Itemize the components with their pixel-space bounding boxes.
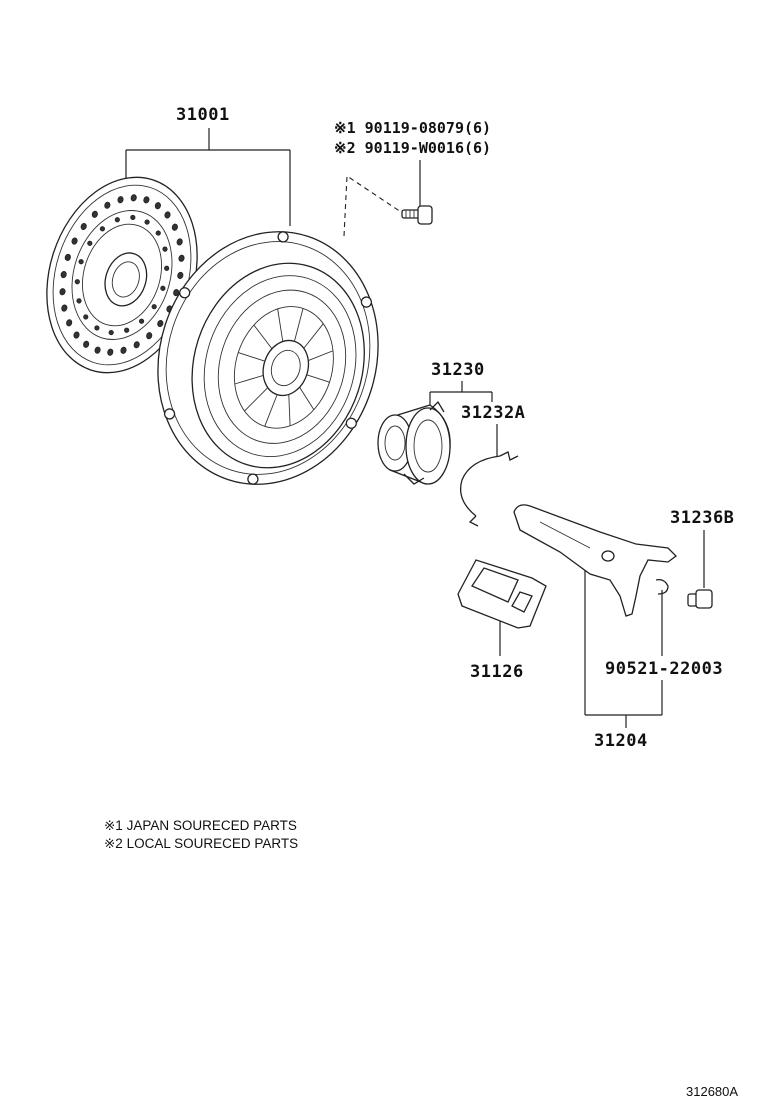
- label-31204: 31204: [594, 731, 648, 751]
- retaining-ring: [655, 578, 669, 595]
- release-bearing: [377, 400, 451, 485]
- figure-reference: 312680A: [686, 1084, 738, 1099]
- leader-bolt: [343, 160, 421, 237]
- note-japan: ※1 JAPAN SOURECED PARTS: [104, 818, 297, 833]
- clutch-disc: [46, 176, 198, 374]
- label-90521: 90521-22003: [605, 659, 723, 679]
- label-31232a: 31232A: [461, 403, 525, 423]
- label-31230: 31230: [431, 360, 485, 380]
- bolt-90119: [401, 205, 433, 225]
- fork-pivot: [687, 589, 713, 609]
- leader-31204: [584, 570, 663, 728]
- note-local: ※2 LOCAL SOURECED PARTS: [104, 836, 298, 851]
- label-bolt-japan: ※1 90119-08079(6): [334, 119, 491, 137]
- label-31001: 31001: [176, 105, 230, 125]
- release-clip: [459, 451, 519, 527]
- label-31236b: 31236B: [670, 508, 734, 528]
- release-fork-boot: [457, 559, 547, 629]
- clutch-cover: [157, 231, 379, 485]
- label-bolt-local: ※2 90119-W0016(6): [334, 139, 491, 157]
- leader-31001: [125, 128, 291, 226]
- label-31126: 31126: [470, 662, 524, 682]
- release-fork: [513, 504, 677, 617]
